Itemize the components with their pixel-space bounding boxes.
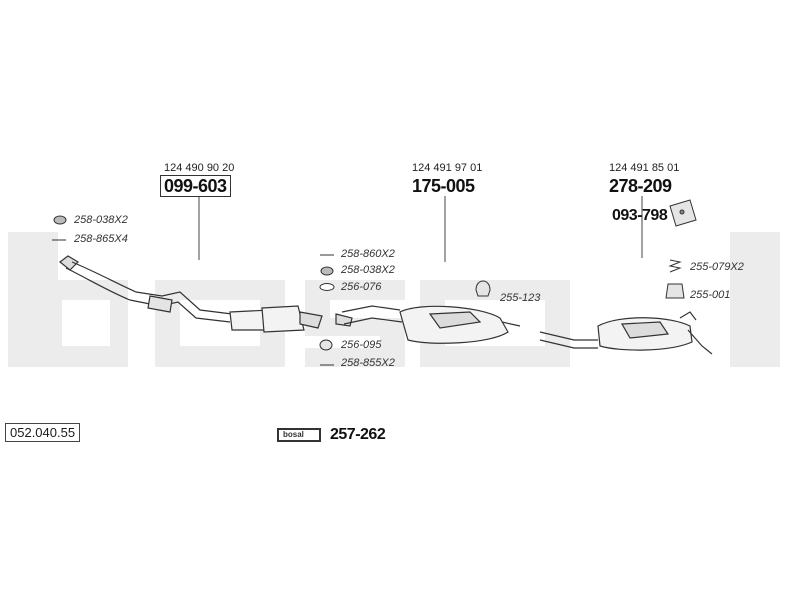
front-pipe-drawing — [59, 255, 323, 333]
spring-icon — [668, 259, 682, 273]
rubber-mount-icon — [475, 280, 491, 297]
part-label: 258-855X2 — [341, 357, 395, 369]
mount-icon — [665, 283, 685, 299]
oe-number: 124 491 85 01 — [609, 162, 680, 174]
kit-logo-text: bosal — [283, 430, 304, 439]
part-label: 258-860X2 — [341, 248, 395, 260]
heat-shield-icon — [669, 199, 697, 227]
middle-silencer-drawing — [335, 305, 521, 344]
diagram-code: 052.040.55 — [5, 423, 81, 442]
part-label: 255-079X2 — [690, 261, 744, 273]
part-label: 258-865X4 — [74, 233, 128, 245]
part-label: 255-123 — [500, 292, 541, 304]
bosal-watermark — [8, 232, 780, 367]
part-number: 175-005 — [412, 176, 475, 196]
part-label: 256-076 — [341, 281, 382, 293]
oe-number: 124 490 90 20 — [164, 162, 235, 174]
gasket-icon — [319, 283, 335, 291]
gasket-icon — [319, 339, 333, 351]
rear-silencer-drawing — [539, 311, 713, 355]
part-number: 278-209 — [609, 176, 672, 196]
kit-part-number: 257-262 — [330, 426, 386, 443]
part-number: 093-798 — [612, 207, 668, 224]
oe-number: 124 491 97 01 — [412, 162, 483, 174]
part-label: 258-038X2 — [74, 214, 128, 226]
part-label: 256-095 — [341, 339, 382, 351]
clamp-icon — [320, 266, 334, 276]
leader-lines — [198, 196, 643, 262]
part-number: 099-603 — [160, 175, 231, 197]
part-label: 255-001 — [690, 289, 731, 301]
clamp-icon — [53, 215, 67, 225]
bosal-logo — [277, 428, 321, 442]
part-label: 258-038X2 — [341, 264, 395, 276]
